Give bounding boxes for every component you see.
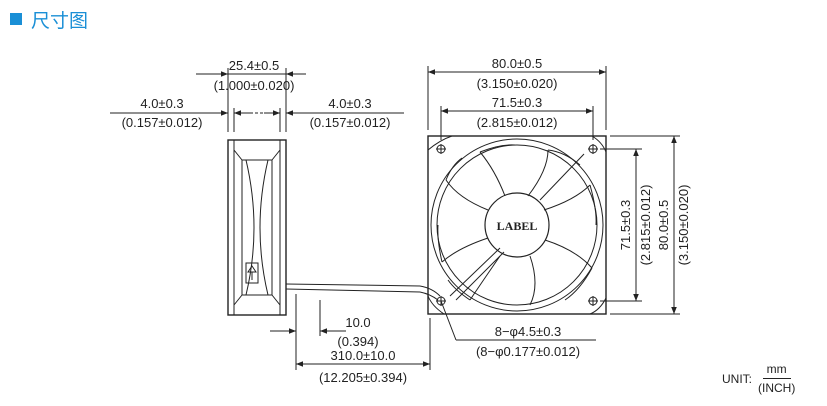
unit-numerator: mm [762,362,791,379]
strip-in: (0.394) [337,334,378,349]
flange-left-in: (0.157±0.012) [122,115,203,130]
holes-mm: 8−φ4.5±0.3 [495,324,562,339]
lead-wires [285,283,441,301]
side-view [227,139,441,316]
flange-right-in: (0.157±0.012) [310,115,391,130]
unit-fraction: mm (INCH) [758,362,795,395]
height-mm: 80.0±0.5 [656,200,671,251]
fan-blades [437,144,597,306]
front-view [427,135,607,315]
height-in: (3.150±0.020) [676,185,691,266]
v-hole-spacing-mm: 71.5±0.3 [618,200,633,251]
lead-in: (12.205±0.394) [319,370,407,385]
unit-prefix: UNIT: [722,371,752,386]
unit-denominator: (INCH) [758,381,796,395]
square-bullet-icon [10,13,22,25]
hole-spacing-mm: 71.5±0.3 [492,95,543,110]
strip-mm: 10.0 [345,315,370,330]
flange-right-mm: 4.0±0.3 [328,96,371,111]
width-mm: 80.0±0.5 [492,56,543,71]
section-header: 尺寸图 [10,6,88,32]
unit-legend: UNIT: mm (INCH) [722,362,795,395]
section-title: 尺寸图 [31,9,89,32]
airflow-arrow-icon [245,262,259,284]
fan-label-text: LABEL [497,219,538,233]
flange-left-mm: 4.0±0.3 [140,96,183,111]
width-in: (3.150±0.020) [477,76,558,91]
hole-spacing-in: (2.815±0.012) [477,115,558,130]
holes-in: (8−φ0.177±0.012) [476,344,580,359]
v-hole-spacing-in: (2.815±0.012) [638,185,653,266]
depth-in: (1.000±0.020) [214,78,295,93]
depth-mm: 25.4±0.5 [229,58,280,73]
lead-mm: 310.0±10.0 [331,348,396,363]
